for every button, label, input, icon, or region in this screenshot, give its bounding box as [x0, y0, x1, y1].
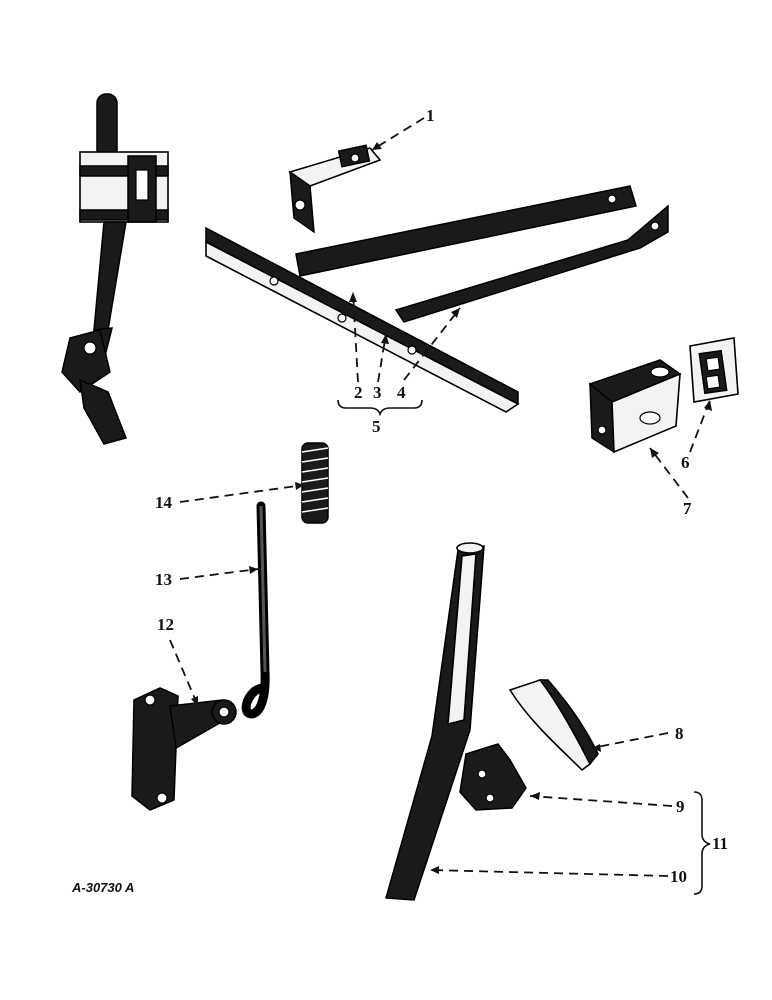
brace-11	[693, 791, 711, 895]
drawing-code: A-30730 A	[71, 880, 134, 895]
callout-1: 1	[426, 106, 435, 125]
callout-12: 12	[157, 615, 174, 634]
callout-7: 7	[683, 499, 692, 518]
brace-5	[337, 399, 423, 417]
callout-10: 10	[670, 867, 687, 886]
callout-11: 11	[712, 834, 728, 853]
callout-8: 8	[675, 724, 684, 743]
leader-lines	[169, 117, 712, 877]
callout-6: 6	[681, 453, 690, 472]
angle-bracket-drawing	[288, 144, 382, 234]
callout-9: 9	[676, 797, 685, 816]
clamp-drawing	[459, 743, 527, 811]
lever-assembly-drawing	[61, 93, 169, 445]
callout-3: 3	[373, 383, 382, 402]
bracket-casting-drawing	[131, 687, 237, 811]
frame-drawing	[205, 185, 669, 413]
callout-4: 4	[397, 383, 406, 402]
shovel-drawing	[508, 679, 599, 772]
shank-drawing	[385, 542, 485, 901]
plate-drawing	[689, 337, 739, 403]
hooked-rod-drawing	[241, 501, 270, 719]
callout-5: 5	[372, 417, 381, 436]
u-bracket-drawing	[588, 359, 682, 454]
callout-2: 2	[354, 383, 363, 402]
callout-14: 14	[155, 493, 173, 512]
callout-13: 13	[155, 570, 172, 589]
spring-drawing	[301, 442, 329, 524]
